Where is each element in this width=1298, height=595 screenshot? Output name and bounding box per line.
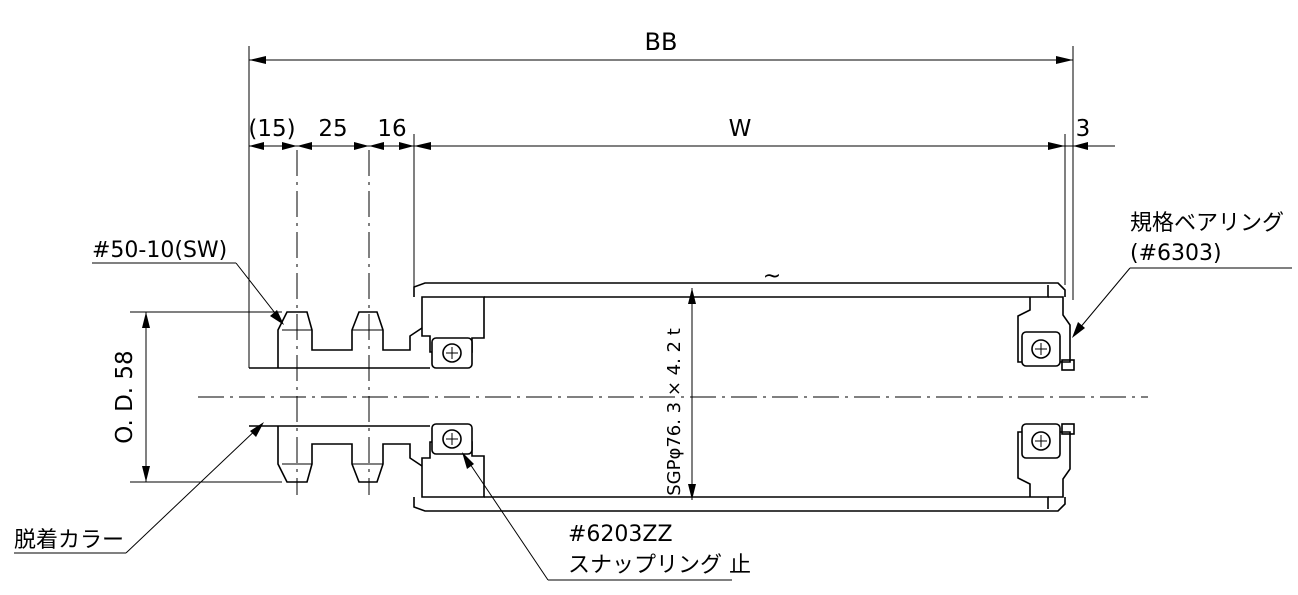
- dimension-collar-label: (15): [248, 116, 295, 142]
- dimension-tube: SGPφ76. 3 × 4. 2 t: [664, 288, 696, 500]
- dimension-pitch-label: 25: [318, 116, 347, 142]
- leader-standard-bearing: 規格ベアリング (#6303): [1072, 211, 1292, 338]
- dimension-end-gap-label: 3: [1076, 116, 1091, 142]
- leader-collar: 脱着カラー: [14, 422, 264, 554]
- label-collar: 脱着カラー: [14, 528, 124, 553]
- break-mark: ~: [763, 264, 781, 289]
- extension-lines: [130, 46, 1074, 483]
- dimension-width-label: W: [729, 116, 752, 142]
- sprocket-bottom: [249, 425, 430, 483]
- right-housing-top: [1017, 285, 1075, 371]
- label-standard-bearing-line1: 規格ベアリング: [1130, 211, 1284, 236]
- tube-body: ~: [413, 264, 1066, 512]
- leader-bearing: #6203ZZ スナップリング 止: [462, 452, 751, 581]
- right-housing-bottom: [1017, 423, 1075, 509]
- label-bearing-line2: スナップリング 止: [568, 553, 751, 578]
- dimension-tube-label: SGPφ76. 3 × 4. 2 t: [664, 328, 685, 496]
- label-bearing-line1: #6203ZZ: [568, 522, 673, 547]
- dimension-row: (15) 25 16 W 3: [248, 116, 1115, 150]
- label-sprocket: #50-10(SW): [92, 238, 227, 263]
- leader-sprocket: #50-10(SW): [92, 238, 284, 325]
- sprocket-top: [249, 311, 430, 369]
- dimension-bb: BB: [249, 28, 1073, 64]
- dimension-bb-label: BB: [645, 28, 678, 56]
- dimension-od: O. D. 58: [112, 312, 150, 482]
- left-hub-bottom: [421, 423, 485, 498]
- left-hub-top: [421, 296, 485, 369]
- dimension-gap-label: 16: [377, 116, 406, 142]
- label-standard-bearing-line2: (#6303): [1130, 241, 1222, 266]
- dimension-od-label: O. D. 58: [112, 350, 138, 443]
